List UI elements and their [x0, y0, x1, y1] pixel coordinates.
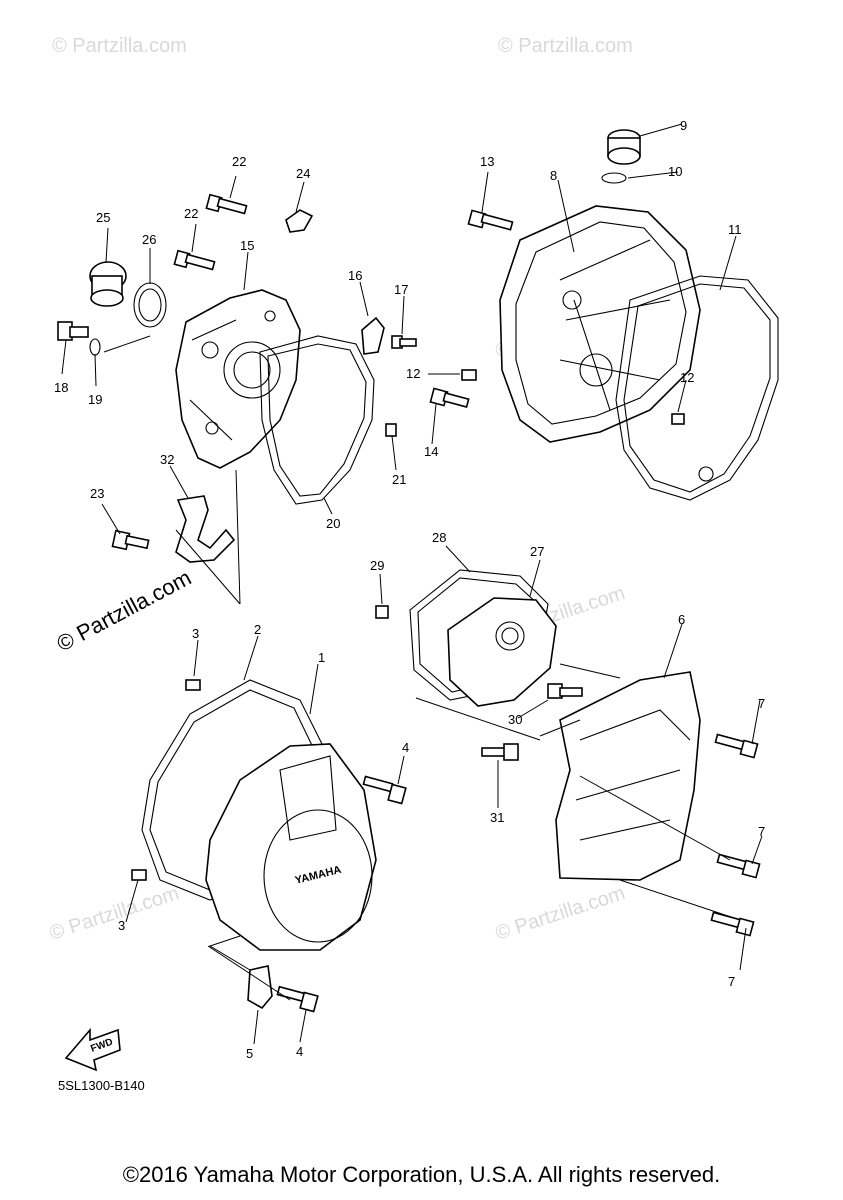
callout-27: 27	[530, 544, 544, 559]
callout-3: 3	[192, 626, 199, 641]
fwd-arrow-icon: FWD	[64, 1027, 121, 1072]
callout-7: 7	[758, 824, 765, 839]
bolt-14	[429, 387, 470, 408]
callout-12: 12	[680, 370, 694, 385]
callout-4: 4	[402, 740, 409, 755]
callout-11: 11	[728, 222, 742, 237]
oil-filler-plug-9	[607, 129, 641, 165]
callout-14: 14	[424, 444, 438, 459]
sprocket-cover-6	[555, 671, 701, 881]
clamp-24	[285, 209, 314, 233]
bolt-18	[57, 321, 89, 341]
callout-6: 6	[678, 612, 685, 627]
reference-code: 5SL1300-B140	[58, 1078, 145, 1093]
crankcase-cover-8	[499, 205, 701, 443]
callout-26: 26	[142, 232, 156, 247]
clamp-5	[247, 965, 273, 1010]
bolt-22	[205, 193, 248, 215]
watermark-text: © Partzilla.com	[47, 882, 182, 945]
watermark-text: © Partzilla.com	[52, 35, 187, 57]
callout-10: 10	[668, 164, 682, 179]
callout-7: 7	[758, 696, 765, 711]
bolt-17	[391, 335, 417, 349]
washer-19	[89, 338, 101, 356]
bolt-7	[710, 911, 755, 937]
bolt-31	[481, 743, 519, 761]
watermark-main: © Partzilla.com	[53, 565, 196, 657]
callout-22: 22	[232, 154, 246, 169]
watermark-text: © Partzilla.com	[493, 882, 628, 945]
callout-24: 24	[296, 166, 310, 181]
bolt-4	[276, 985, 319, 1013]
crankcase-cover-15	[175, 289, 301, 469]
gasket-11	[615, 275, 779, 501]
callout-16: 16	[348, 268, 362, 283]
callout-32: 32	[160, 452, 174, 467]
callout-5: 5	[246, 1046, 253, 1061]
plug-25	[89, 261, 127, 307]
gasket-20	[259, 335, 375, 505]
bolt-22	[173, 249, 216, 271]
washer-10	[601, 172, 627, 184]
bolt-30	[547, 683, 583, 699]
callout-22: 22	[184, 206, 198, 221]
callout-18: 18	[54, 380, 68, 395]
callout-2: 2	[254, 622, 261, 637]
dowel-3	[185, 679, 201, 691]
bracket-32	[175, 495, 236, 563]
bolt-4	[362, 775, 407, 805]
callout-8: 8	[550, 168, 557, 183]
bolt-7	[716, 853, 761, 879]
callout-25: 25	[96, 210, 110, 225]
dowel-21	[385, 423, 397, 437]
leader-lines	[61, 123, 763, 1045]
dowel-12	[461, 369, 477, 381]
callout-29: 29	[370, 558, 384, 573]
callout-7: 7	[728, 974, 735, 989]
bolt-13	[467, 209, 514, 231]
callout-19: 19	[88, 392, 102, 407]
callout-20: 20	[326, 516, 340, 531]
copyright-notice: ©2016 Yamaha Motor Corporation, U.S.A. A…	[122, 1162, 721, 1187]
callout-28: 28	[432, 530, 446, 545]
callout-labels: 1 2 3 3 4 4 5 6 7 7 7 8 9 10 11 12 12 13…	[54, 118, 765, 1061]
callout-31: 31	[490, 810, 504, 825]
dowel-29	[375, 605, 389, 619]
callout-15: 15	[240, 238, 254, 253]
callout-9: 9	[680, 118, 687, 133]
callout-12: 12	[406, 366, 420, 381]
bolt-7	[714, 733, 759, 759]
dowel-12	[671, 413, 685, 425]
callout-1: 1	[318, 650, 325, 665]
callout-3: 3	[118, 918, 125, 933]
generator-cover-1: YAMAHA	[205, 743, 377, 951]
dowel-3	[131, 869, 147, 881]
watermark-text: © Partzilla.com	[498, 35, 633, 57]
callout-21: 21	[392, 472, 406, 487]
callout-4: 4	[296, 1044, 303, 1059]
callout-17: 17	[394, 282, 408, 297]
callout-13: 13	[480, 154, 494, 169]
callout-30: 30	[508, 712, 522, 727]
bolt-23	[111, 529, 150, 551]
crankcase-cover-27	[447, 597, 557, 707]
clamp-16	[361, 316, 385, 355]
callout-23: 23	[90, 486, 104, 501]
